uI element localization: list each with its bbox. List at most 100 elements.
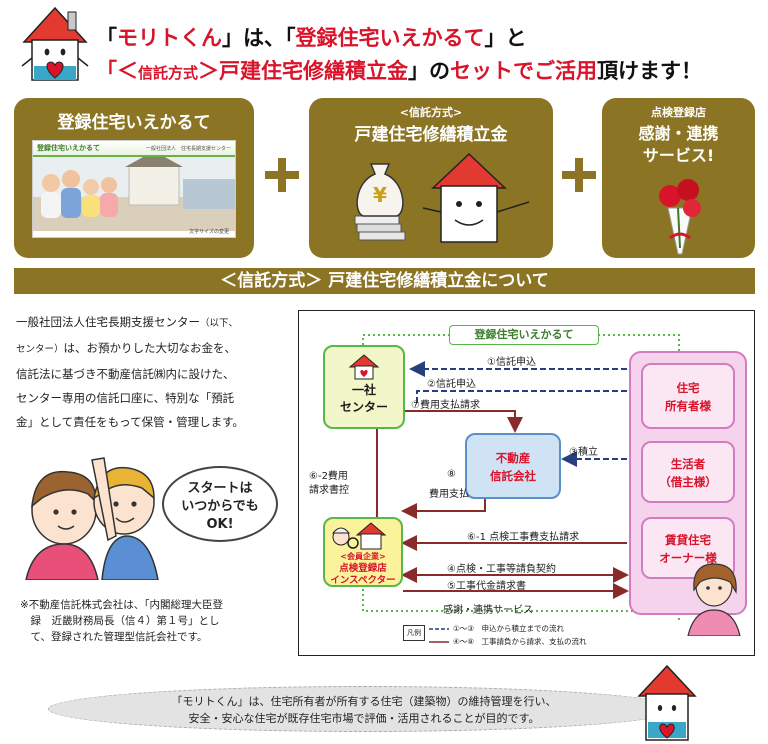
bubble-line: OK! bbox=[206, 517, 234, 532]
bubble-line: スタートは bbox=[187, 481, 253, 496]
legend-item-1: ①～③ 申込から積立までの流れ bbox=[453, 624, 564, 633]
feature-thanks-service: 点検登録店 感謝・連携 サービス! bbox=[602, 98, 755, 258]
legend-title: 凡例 bbox=[407, 629, 421, 637]
desc-line: センター）は、お預かりした大切なお金を、 bbox=[16, 336, 278, 362]
speech-bubble: スタートは いつからでも OK! bbox=[162, 466, 278, 542]
text: 「＜ bbox=[96, 59, 138, 83]
moritokun-mascot-top bbox=[21, 6, 89, 81]
footer-line-1: 「モリトくん」は、住宅所有者が所有する住宅（建築物）の維持管理を行い、 bbox=[171, 695, 557, 708]
step-8-num: ⑧ bbox=[447, 469, 456, 480]
desc-line: 一般社団法人住宅長期支援センター（以下、 bbox=[16, 310, 278, 336]
header-line-1: 「モリトくん」は、「登録住宅いえかるて」と bbox=[96, 22, 527, 52]
text: 一般社団法人住宅長期支援センター bbox=[16, 315, 200, 329]
desc-line: 金」として責任をもって保管・管理します。 bbox=[16, 415, 244, 429]
landlord-label-2: オーナー様 bbox=[659, 551, 717, 565]
couple-illustration bbox=[25, 457, 159, 580]
top-label-box: 登録住宅いえかるて bbox=[449, 325, 599, 345]
flow-diagram: 登録住宅いえかるて 一社 センター 不動産 信託会社 住宅 所有者様 生活者 （… bbox=[298, 310, 755, 656]
footer-line-2: 安全・安心な住宅が既存住宅市場で評価・活用されることが目的です。 bbox=[188, 712, 540, 725]
fund-text: 戸建住宅修繕積立金 bbox=[219, 59, 409, 83]
moritokun-text: モリトくん bbox=[117, 26, 222, 50]
trust-label-1: 不動産 bbox=[495, 451, 531, 465]
screenshot-header: 登録住宅いえかるて 一般社団法人 住宅長期支援センター bbox=[33, 141, 235, 157]
step-6-1-label: ⑥-1 点検工事費支払請求 bbox=[467, 532, 580, 543]
money-bag-icon: ¥ bbox=[354, 163, 406, 241]
step-7-label: ⑦費用支払請求 bbox=[411, 400, 480, 411]
bubble-line: いつからでも bbox=[181, 499, 259, 514]
step-5-label: ⑤工事代金請求書 bbox=[447, 581, 526, 592]
landlord-label-1: 賃貸住宅 bbox=[665, 533, 711, 547]
set-text: セットでご活用 bbox=[450, 59, 598, 83]
owner-label-2: 所有者様 bbox=[665, 399, 711, 413]
legend-title-box: 凡例 bbox=[403, 625, 425, 641]
thanks-service-label: 感謝・連携サービス bbox=[443, 605, 533, 616]
legend-item-2: ④～⑧ 工事請負から請求、支払の流れ bbox=[453, 637, 587, 646]
text: センター） bbox=[16, 344, 64, 355]
feature-title: 登録住宅いえかるて bbox=[57, 113, 211, 133]
step-8-label: 費用支払 bbox=[429, 489, 469, 500]
step-4-label: ④点検・工事等請負契約 bbox=[447, 564, 556, 575]
screenshot-title: 登録住宅いえかるて bbox=[37, 144, 100, 152]
iecarte-text: 登録住宅いえかるて bbox=[295, 26, 485, 50]
plus-icon bbox=[265, 158, 299, 192]
yen-glyph: ¥ bbox=[373, 183, 387, 207]
step-3-label: ③積立 bbox=[569, 447, 598, 458]
moritokun-mascot bbox=[422, 152, 530, 243]
text: 」は、「 bbox=[222, 26, 296, 50]
family-photo bbox=[33, 151, 235, 231]
text: （以下、 bbox=[200, 318, 239, 329]
description-text: 一般社団法人住宅長期支援センター（以下、 センター）は、お預かりした大切なお金を… bbox=[16, 310, 278, 434]
plus-icon bbox=[562, 158, 596, 192]
center-node: 一社 センター bbox=[323, 345, 405, 429]
feature-subtitle: <信託方式> bbox=[399, 106, 463, 119]
step-2-label: ②信託申込 bbox=[427, 379, 476, 390]
trust-label-2: 信託会社 bbox=[490, 469, 536, 483]
resident-node: 生活者 （借主様） bbox=[641, 441, 735, 503]
resident-label-1: 生活者 bbox=[670, 457, 706, 471]
owner-node: 住宅 所有者様 bbox=[641, 363, 735, 429]
inspector-tag: <会員企業> bbox=[340, 552, 386, 561]
feature-ie-carte: 登録住宅いえかるて 登録住宅いえかるて 一般社団法人 住宅長期支援センター 文字… bbox=[14, 98, 254, 258]
text: ＞ bbox=[198, 59, 220, 83]
text: 」の bbox=[408, 59, 451, 83]
screenshot-org: 一般社団法人 住宅長期支援センター bbox=[145, 146, 231, 152]
header-line-2: 「＜信託方式＞戸建住宅修繕積立金」のセットでご活用頂けます！ bbox=[96, 55, 702, 85]
feature-title: サービス! bbox=[642, 146, 715, 165]
step-6-2-label-2: 請求書控 bbox=[309, 485, 349, 496]
trust-company-node: 不動産 信託会社 bbox=[465, 433, 561, 499]
top-label: 登録住宅いえかるて bbox=[474, 328, 574, 341]
inspector-label-1: 点検登録店 bbox=[339, 563, 387, 574]
owner-label-1: 住宅 bbox=[676, 381, 700, 395]
center-label-2: センター bbox=[339, 400, 388, 414]
note-line: ※不動産信託株式会社は、「内閣総理大臣登 bbox=[20, 599, 224, 611]
note-line: て、登録された管理型信託会社です。 bbox=[20, 631, 208, 643]
text: 「 bbox=[96, 26, 117, 50]
desc-line: 信託法に基づき不動産信託㈱内に設けた、 bbox=[16, 367, 235, 381]
woman-illustration bbox=[687, 563, 741, 636]
inspector-node: <会員企業> 点検登録店 インスペクター bbox=[323, 517, 403, 587]
footer-oval: 「モリトくん」は、住宅所有者が所有する住宅（建築物）の維持管理を行い、 安全・安… bbox=[48, 686, 680, 732]
trust-method-text: 信託方式 bbox=[138, 64, 199, 82]
carnation-bouquet-icon bbox=[659, 179, 701, 255]
center-house-icon bbox=[348, 354, 380, 380]
text: は、お預かりした大切なお金を、 bbox=[63, 341, 237, 355]
text: 」と bbox=[484, 26, 527, 50]
feature-title: 戸建住宅修繕積立金 bbox=[354, 125, 508, 145]
trust-company-note: ※不動産信託株式会社は、「内閣総理大臣登 録 近畿財務局長（信４）第１号」とし … bbox=[20, 597, 282, 645]
center-label-1: 一社 bbox=[351, 383, 376, 397]
note-line: 録 近畿財務局長（信４）第１号」とし bbox=[20, 615, 220, 627]
step-1-label: ①信託申込 bbox=[487, 357, 536, 368]
screenshot-footer: 文字サイズの変更 bbox=[189, 229, 229, 235]
feature-subtitle: 点検登録店 bbox=[651, 106, 706, 119]
feature-trust-fund: <信託方式> 戸建住宅修繕積立金 ¥ bbox=[309, 98, 553, 258]
moritokun-mascot-bottom bbox=[637, 664, 697, 741]
inspector-label-2: インスペクター bbox=[330, 575, 396, 586]
feature-title: 感謝・連携 bbox=[638, 124, 719, 143]
website-screenshot: 登録住宅いえかるて 一般社団法人 住宅長期支援センター 文字サイズの変更 bbox=[32, 140, 236, 238]
section-banner: ＜信託方式＞ 戸建住宅修繕積立金について bbox=[14, 268, 755, 294]
text: 頂けます！ bbox=[597, 59, 703, 83]
desc-line: センター専用の信託口座に、特別な「預託 bbox=[16, 391, 235, 405]
flow-arrows bbox=[362, 334, 680, 643]
resident-label-2: （借主様） bbox=[659, 475, 717, 489]
inspector-icon bbox=[331, 522, 387, 550]
